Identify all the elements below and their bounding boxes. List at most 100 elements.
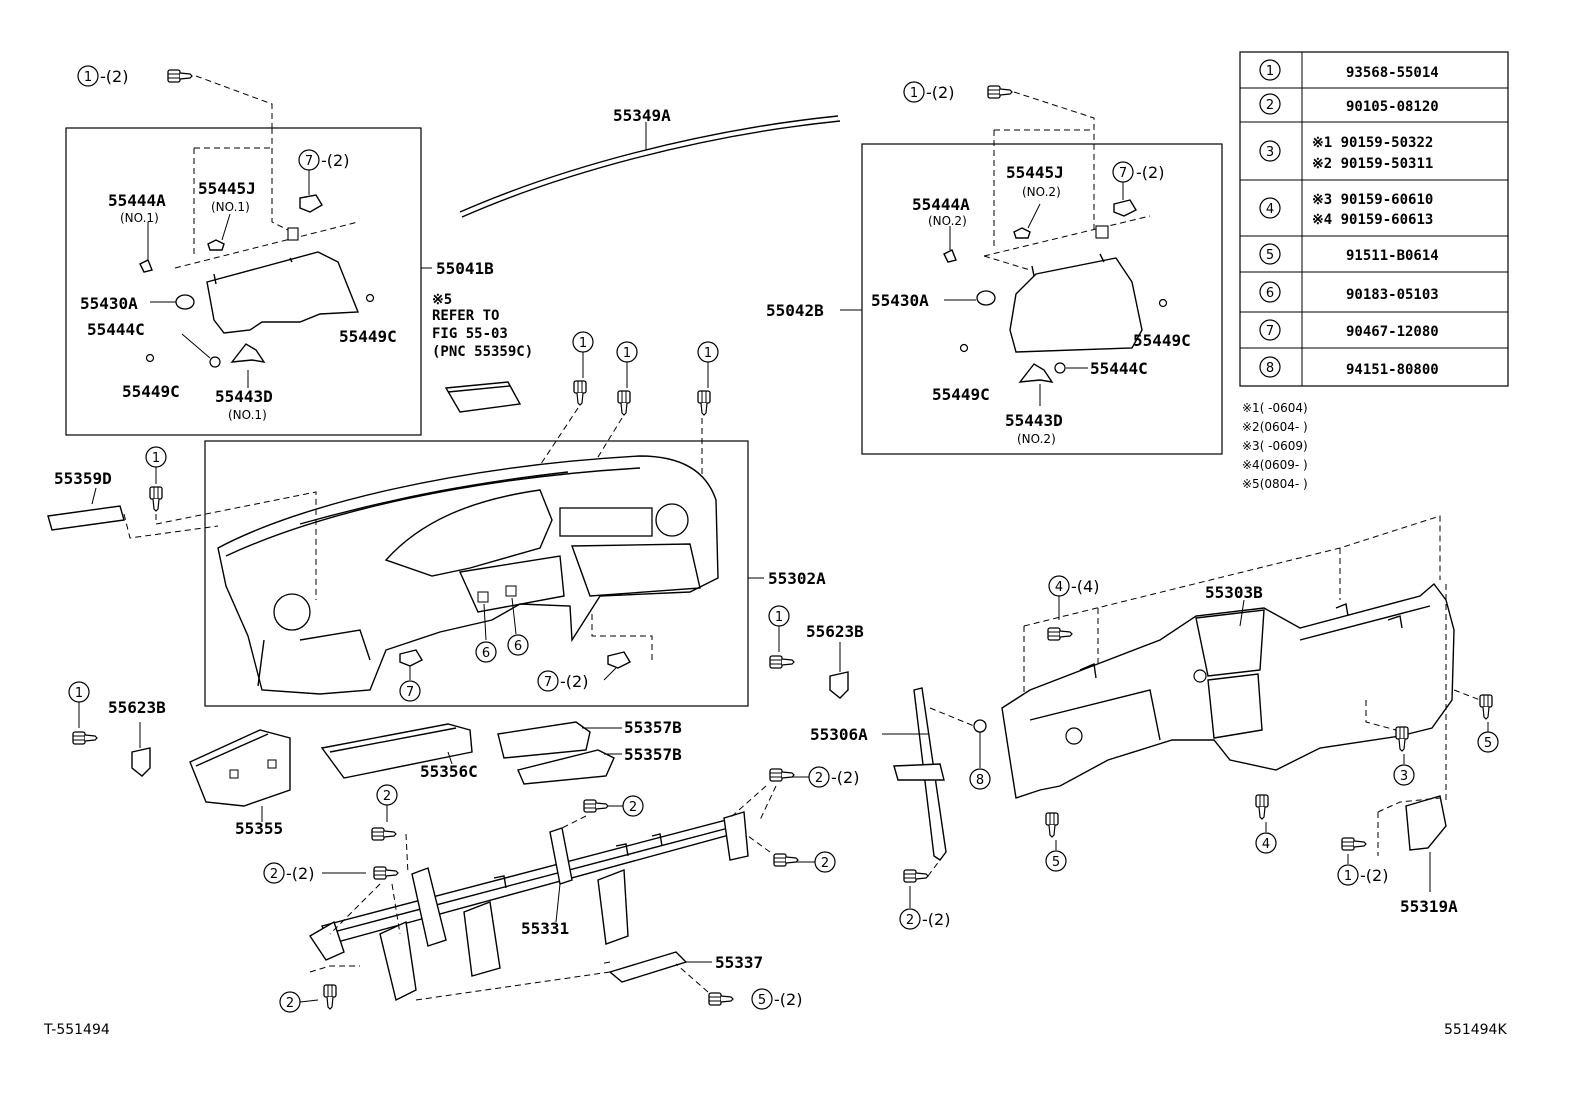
bolt-icon [617, 390, 631, 416]
bolt-icon [371, 827, 397, 841]
bolt-icon [1341, 837, 1367, 851]
callout-qty: -(2) [922, 910, 950, 929]
table-ref: 8 [1266, 361, 1274, 376]
part-label-55042B: 55042B [766, 301, 824, 320]
parts-table: 1 93568-55014 2 90105-08120 3 ※1 90159-5… [1239, 51, 1509, 491]
callout-number: 3 [1400, 769, 1408, 784]
part-label-55623B: 55623B [108, 698, 166, 717]
table-ref: 6 [1266, 286, 1274, 301]
glove-box-left-group: 1 -(2) 7 -(2) 55444 [65, 65, 494, 436]
bolt-icon [72, 731, 98, 745]
table-part-number: ※2 90159-50311 [1312, 156, 1433, 172]
panel-55357B-upper [497, 721, 591, 759]
hinge-55443D-icon [230, 343, 266, 363]
table-ref: 1 [1266, 64, 1274, 79]
bracket-55623B-icon [131, 747, 151, 777]
part-55623B-right-group: 1 55623B [768, 605, 864, 699]
vent-left-icon [273, 593, 311, 631]
table-part-number: 91511-B0614 [1346, 248, 1439, 264]
part-label-55449C: 55449C [122, 382, 180, 401]
bolt-icon [1045, 812, 1059, 838]
part-label-55319A: 55319A [1400, 897, 1458, 916]
table-ref: 2 [1266, 98, 1274, 113]
part-sub-label: (NO.2) [928, 214, 967, 228]
table-ref: 3 [1266, 145, 1274, 160]
part-55303B-group: 55303B 4 -(4) 5 4 3 5 [1001, 515, 1499, 872]
callout-qty: -(2) [560, 672, 588, 691]
date-note: ※3( -0609) [1242, 439, 1308, 453]
clip-55445J-icon [207, 239, 225, 251]
part-sub-label: (NO.1) [120, 211, 159, 225]
part-label-55337: 55337 [715, 953, 763, 972]
part-label-55449C: 55449C [932, 385, 990, 404]
refer-note-line: (PNC 55359C) [432, 344, 533, 360]
part-55337-group: 55337 5 -(2) [415, 951, 802, 1010]
bolt-icon [1395, 726, 1409, 752]
part-label-55303B: 55303B [1205, 583, 1263, 602]
date-note: ※5(0804- ) [1242, 477, 1308, 491]
callout-number: 2 [270, 867, 278, 882]
part-label-55444C: 55444C [1090, 359, 1148, 378]
callout-qty: -(2) [100, 67, 128, 86]
dash-frame-55303B [1001, 582, 1455, 799]
part-label-55357B: 55357B [624, 745, 682, 764]
callout-number: 7 [305, 154, 313, 169]
callout-number: 1 [84, 70, 92, 85]
damper-55430A-icon [175, 294, 195, 310]
callout-circle-1 [77, 65, 99, 87]
callout-number: 6 [482, 646, 490, 661]
date-note: ※1( -0604) [1242, 401, 1308, 415]
cover-55355 [189, 729, 291, 807]
callout-qty: -(2) [1360, 866, 1388, 885]
footer-left-code: T-551494 [43, 1022, 110, 1038]
bracket-55319A [1405, 795, 1447, 851]
callout-number: 2 [383, 789, 391, 804]
part-sub-label: (NO.1) [228, 408, 267, 422]
callout-qty: -(4) [1071, 577, 1099, 596]
callout-number: 1 [910, 86, 918, 101]
callout-qty: -(2) [926, 83, 954, 102]
part-sub-label: (NO.1) [211, 200, 250, 214]
table-part-number: 90467-12080 [1346, 324, 1439, 340]
glove-box-door-upper [206, 251, 360, 334]
bolt-icon [769, 655, 795, 669]
callout-number: 5 [1052, 855, 1060, 870]
cushion-55449C-icon [365, 293, 375, 303]
vent-right-icon [655, 503, 689, 537]
part-label-55041B: 55041B [436, 259, 494, 278]
nut-icon [973, 719, 987, 733]
hinge-55443D-icon [1018, 363, 1054, 383]
callout-number: 1 [579, 336, 587, 351]
table-part-number: ※1 90159-50322 [1312, 135, 1433, 151]
callout-number: 1 [75, 686, 83, 701]
table-part-number: 90105-08120 [1346, 99, 1439, 115]
part-label-55430A: 55430A [871, 291, 929, 310]
callout-number: 2 [821, 856, 829, 871]
glove-box-door-lower [1009, 257, 1143, 353]
bolt-icon [903, 869, 929, 883]
table-ref: 5 [1266, 248, 1274, 263]
bolt-icon [1047, 627, 1073, 641]
pad-55359C-icon [444, 381, 522, 413]
stopper-55444C-icon [1054, 362, 1066, 374]
clip-55444A-icon [943, 249, 957, 263]
callout-qty: -(2) [321, 151, 349, 170]
bolt-icon [573, 380, 587, 406]
bolt-icon [773, 853, 799, 867]
instrument-panel-group: 1 1 1 6 6 7 [204, 331, 826, 707]
bolt-icon [1255, 794, 1269, 820]
bolt-icon [708, 992, 734, 1006]
callout-number: 1 [704, 346, 712, 361]
callout-number: 5 [1484, 736, 1492, 751]
part-label-55359D: 55359D [54, 469, 112, 488]
part-55306A-group: 55306A 8 2 -(2) [810, 687, 991, 930]
table-part-number: ※3 90159-60610 [1312, 192, 1433, 208]
display-opening [559, 507, 653, 537]
callout-number: 2 [629, 800, 637, 815]
part-label-55356C: 55356C [420, 762, 478, 781]
part-label-55623B: 55623B [806, 622, 864, 641]
table-part-number: 90183-05103 [1346, 287, 1439, 303]
panel-55356C [320, 723, 473, 779]
callout-qty: -(2) [831, 768, 859, 787]
